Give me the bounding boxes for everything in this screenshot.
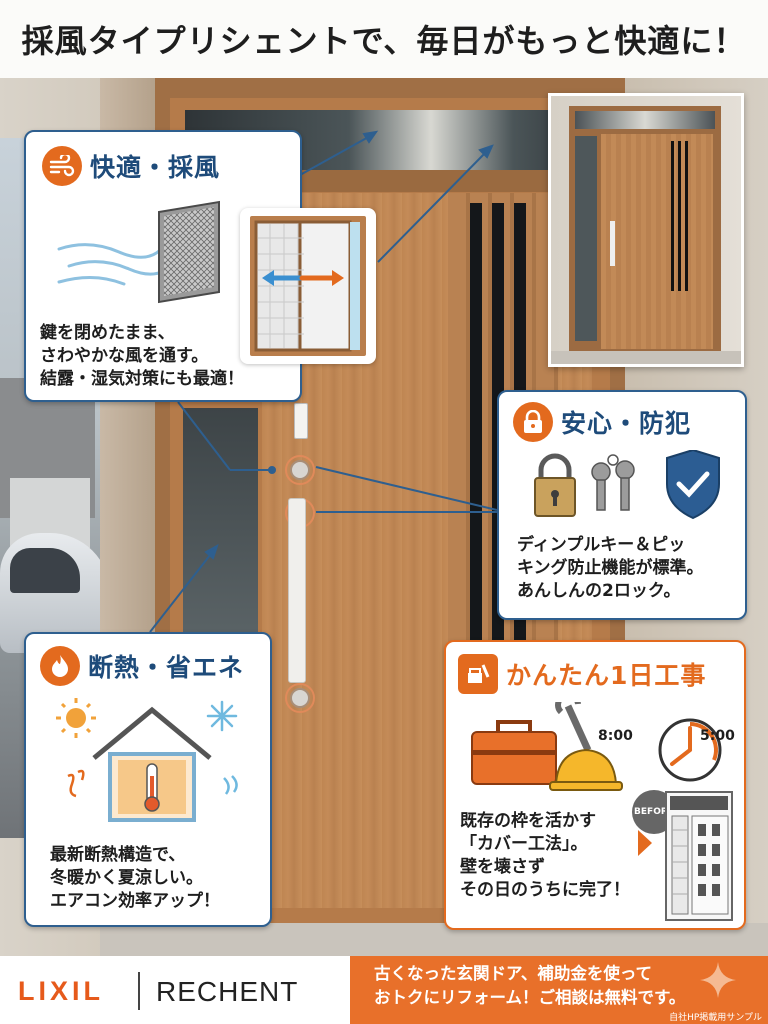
start-time: 8:00 <box>598 728 633 744</box>
page-title: 採風タイプリシェントで、毎日がもっと快適に！ <box>21 22 747 60</box>
sliding-window-illustration <box>240 208 376 364</box>
promo-banner: 古くなった玄関ドア、補助金を使って おトクにリフォーム！ご相談は無料です。 自社… <box>350 956 768 1024</box>
feature-card-security: 安心・防犯 ディンプルキー＆ピッ キング防止機能が標準。 あんしんの2ロック。 <box>497 390 747 620</box>
old-door-illustration <box>665 791 733 921</box>
card-description: 最新断熱構造で、 冬暖かく夏涼しい。 エアコン効率アップ！ <box>50 845 220 911</box>
feature-card-construction: かんたん1日工事 8:00 5:00 既存の枠を活かす 「カバー工法」。 壁を壊… <box>444 640 746 930</box>
keys-padlock-icon <box>534 450 720 520</box>
card-title: 安心・防犯 <box>561 409 692 438</box>
card-title: かんたん1日工事 <box>506 661 707 690</box>
flame-icon <box>40 646 80 686</box>
promo-text: 古くなった玄関ドア、補助金を使って おトクにリフォーム！ご相談は無料です。 <box>374 964 686 1007</box>
door-slit <box>470 203 482 723</box>
sparkle-icon <box>700 962 736 998</box>
feature-card-insulation: 断熱・省エネ 最新断熱構造で、 冬暖かく夏涼しい。 エアコン効率アップ！ <box>24 632 272 927</box>
sample-note: 自社HP掲載用サンプル <box>669 1013 762 1023</box>
card-title: 快適・採風 <box>90 153 221 182</box>
card-title-row: かんたん1日工事 <box>458 654 706 694</box>
screen-panel-icon <box>57 200 220 304</box>
card-description: ディンプルキー＆ピッ キング防止機能が標準。 あんしんの2ロック。 <box>517 535 704 601</box>
card-description: 鍵を閉めたまま、 さわやかな風を通す。 結露・湿気対策にも最適！ <box>40 323 244 389</box>
upper-lock-highlight <box>285 455 315 485</box>
product-name: RECHENT <box>156 976 299 1007</box>
card-description: 既存の枠を活かす 「カバー工法」。 壁を壊さず その日のうちに完了！ <box>460 811 630 900</box>
tools-clock-icon <box>471 702 722 791</box>
before-label: BEFORE <box>634 807 674 817</box>
inset-door-photo <box>548 93 744 367</box>
lock-icon <box>513 402 553 442</box>
logo-divider <box>138 972 140 1010</box>
card-title-row: 快適・採風 <box>42 146 220 186</box>
card-title-row: 安心・防犯 <box>513 402 691 442</box>
end-time: 5:00 <box>700 728 735 744</box>
footer: LIXIL RECHENT 古くなった玄関ドア、補助金を使って おトクにリフォー… <box>0 956 768 1024</box>
work-icon <box>458 654 498 694</box>
smart-key-sensor <box>294 403 308 439</box>
lixil-logo: LIXIL <box>18 976 104 1006</box>
card-title-row: 断熱・省エネ <box>40 646 244 686</box>
wind-icon <box>42 146 82 186</box>
lower-lock-highlight <box>285 683 315 713</box>
car-window <box>10 548 80 593</box>
door-handle <box>288 498 306 683</box>
arrow-right-icon <box>638 830 652 856</box>
card-title: 断熱・省エネ <box>88 653 245 682</box>
header: 採風タイプリシェントで、毎日がもっと快適に！ <box>0 0 768 78</box>
insulated-house-icon <box>56 698 238 822</box>
